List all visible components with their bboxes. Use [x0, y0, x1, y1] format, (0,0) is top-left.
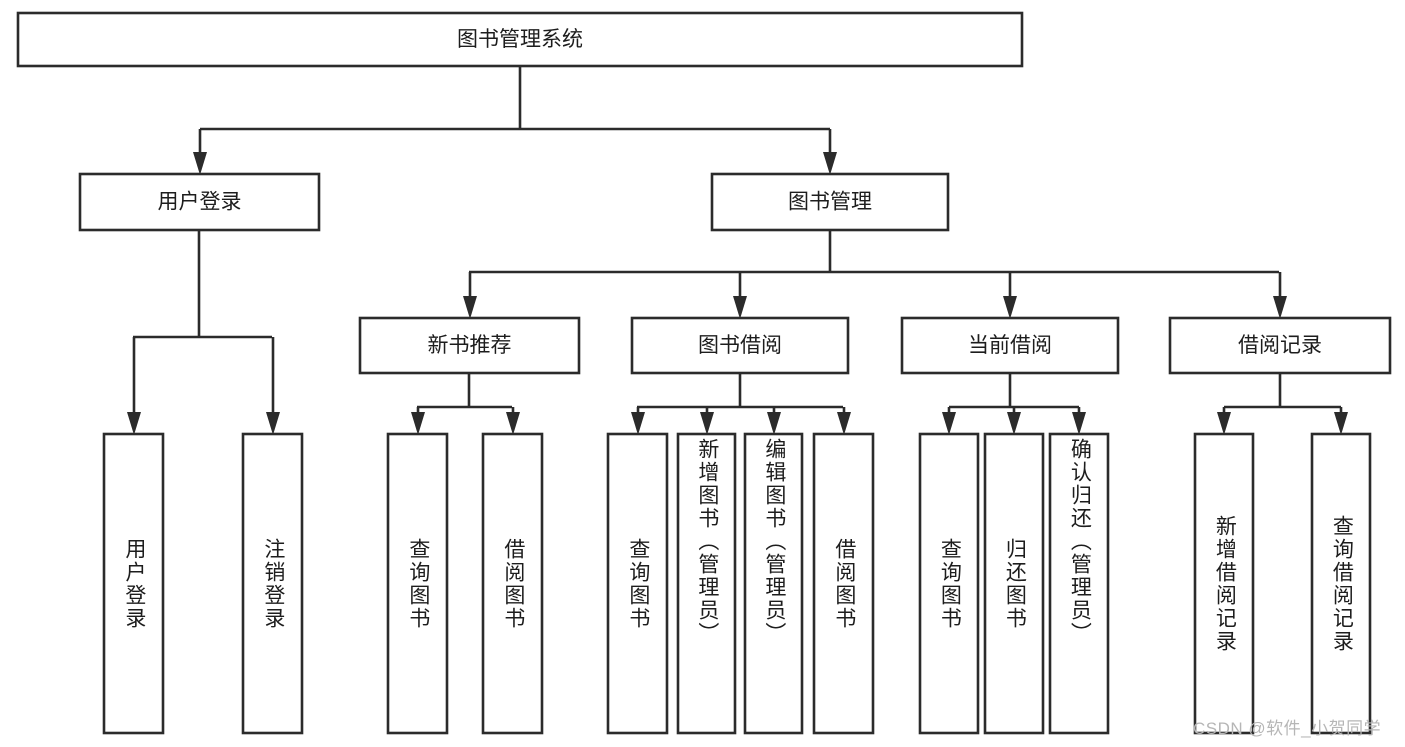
node-box-n_records[interactable]: [1168, 316, 1392, 375]
arrow-head-l7: [767, 412, 781, 435]
node-box-l9[interactable]: [918, 432, 980, 735]
node-box-l13[interactable]: [1310, 432, 1372, 735]
arrow-head-n_borrow: [733, 296, 747, 319]
node-box-root[interactable]: [16, 11, 1024, 68]
arrow-head-l3: [411, 412, 425, 435]
arrow-head-l8: [837, 412, 851, 435]
node-label-n_borrow: 图书借阅: [698, 334, 782, 357]
node-label-root: 图书管理系统: [457, 28, 583, 51]
arrow-head-l13: [1334, 412, 1348, 435]
node-label-n_records: 借阅记录: [1238, 334, 1322, 357]
node-box-l2[interactable]: [241, 432, 304, 735]
node-label-n_new_rec: 新书推荐: [428, 334, 512, 357]
node-box-l3[interactable]: [386, 432, 449, 735]
node-box-l10[interactable]: [983, 432, 1045, 735]
csdn-watermark: CSDN @软件_小贺同学: [1193, 719, 1382, 738]
arrow-head-n_user_login: [193, 152, 207, 175]
node-box-l5[interactable]: [606, 432, 669, 735]
arrow-head-n_current: [1003, 296, 1017, 319]
arrow-head-l5: [631, 412, 645, 435]
arrow-head-l6: [700, 412, 714, 435]
node-box-l7[interactable]: [743, 432, 804, 735]
node-box-n_book_mgmt[interactable]: [710, 172, 950, 232]
node-box-layer: [16, 11, 1392, 735]
node-box-l6[interactable]: [676, 432, 737, 735]
node-box-n_borrow[interactable]: [630, 316, 850, 375]
arrow-head-l10: [1007, 412, 1021, 435]
arrow-head-n_book_mgmt: [823, 152, 837, 175]
node-box-l11[interactable]: [1048, 432, 1110, 735]
node-box-n_user_login[interactable]: [78, 172, 321, 232]
arrow-head-l4: [506, 412, 520, 435]
node-box-n_current[interactable]: [900, 316, 1120, 375]
node-label-n_user_login: 用户登录: [158, 191, 242, 214]
arrow-head-l11: [1072, 412, 1086, 435]
node-box-l8[interactable]: [812, 432, 875, 735]
node-label-n_current: 当前借阅: [968, 334, 1052, 357]
arrow-head-n_new_rec: [463, 296, 477, 319]
node-box-l4[interactable]: [481, 432, 544, 735]
arrow-head-l2: [266, 412, 280, 435]
arrow-head-n_records: [1273, 296, 1287, 319]
arrow-head-l9: [942, 412, 956, 435]
connector-layer: [127, 66, 1348, 435]
node-box-l12[interactable]: [1193, 432, 1255, 735]
arrow-head-l12: [1217, 412, 1231, 435]
node-box-n_new_rec[interactable]: [358, 316, 581, 375]
node-label-n_book_mgmt: 图书管理: [788, 191, 872, 214]
arrow-head-l1: [127, 412, 141, 435]
node-box-l1[interactable]: [102, 432, 165, 735]
